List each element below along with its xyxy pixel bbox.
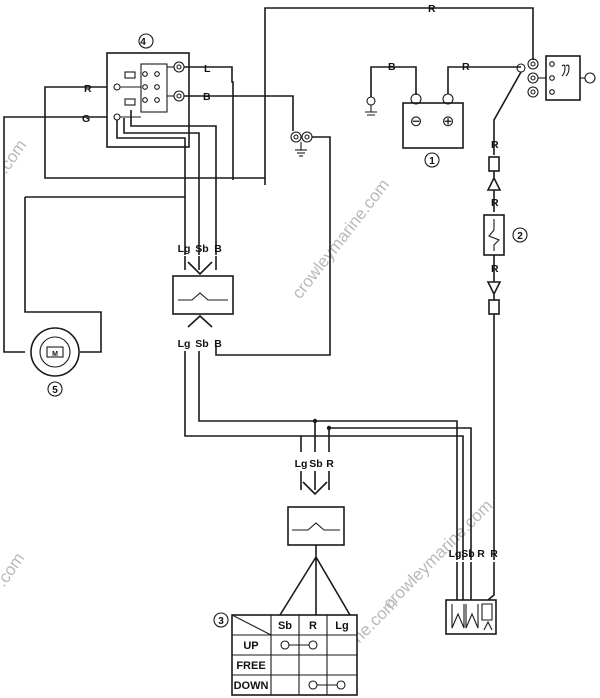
conn2-top-lg: Lg <box>295 458 308 470</box>
wire-battery-b <box>370 66 417 97</box>
conn3-sb: Sb <box>461 548 474 560</box>
wire-label-top-red: R <box>428 3 436 15</box>
conn1-top-sb: Sb <box>195 243 208 255</box>
fuse-holder-top <box>488 156 500 172</box>
battery-minus-symbol: ⊖ <box>410 113 423 130</box>
callout-2: 2 <box>517 231 523 242</box>
battery-body <box>402 102 464 149</box>
wire-label-battery-b: B <box>388 61 396 73</box>
fuse-holder-bottom <box>488 299 500 315</box>
ground-terminal-relay <box>290 131 313 157</box>
starter-terminals <box>516 55 596 101</box>
callout-3-circle <box>213 612 229 628</box>
callout-4-circle <box>138 33 154 49</box>
wire-fuse-r <box>493 66 522 155</box>
wire-label-fuse-r1: R <box>491 139 499 151</box>
fuse-arrow-bottom <box>486 255 502 300</box>
callout-5-circle <box>47 381 63 397</box>
conn3-wires <box>456 562 495 601</box>
conn1-top-b: B <box>214 243 222 255</box>
conn2-top-r: R <box>326 458 334 470</box>
connector-1-notch <box>178 292 228 301</box>
callout-3: 3 <box>218 616 224 627</box>
motor-outer <box>30 327 80 377</box>
battery-plus-symbol: ⊕ <box>442 113 455 130</box>
conn3-r1: R <box>477 548 485 560</box>
wire-label-fuse-r2: R <box>491 197 499 209</box>
fuse-element <box>488 219 500 251</box>
wire-relay-r <box>44 86 265 179</box>
wire-relay-l <box>184 66 234 180</box>
conn1-bottom-vee <box>187 314 213 328</box>
fuse-arrow-top <box>486 171 502 212</box>
connector-2-notch <box>292 522 340 531</box>
wire-sb-2 <box>198 351 316 452</box>
table-col-r: R <box>309 620 317 632</box>
conn3-lg: Lg <box>449 548 462 560</box>
junction-r <box>326 425 332 431</box>
wire-relay-g <box>3 116 107 353</box>
wire-label-relay-l: L <box>204 63 211 75</box>
callout-1: 1 <box>429 156 435 167</box>
wire-relay-b <box>184 95 294 131</box>
wire-lg-2 <box>184 351 302 452</box>
table-row-down: DOWN <box>234 680 269 692</box>
conn1-top-lg: Lg <box>178 243 191 255</box>
wire-b-1 <box>130 110 217 255</box>
wire-sb-1 <box>123 118 200 255</box>
motor-inner <box>39 336 71 368</box>
connector-2 <box>287 506 345 546</box>
table-row-up: UP <box>243 640 258 652</box>
connector-3-pins <box>451 603 493 631</box>
conn2-top-sb: Sb <box>309 458 322 470</box>
switch-fan <box>279 545 351 616</box>
conn3-r2: R <box>490 548 498 560</box>
junction-sb <box>312 418 318 424</box>
callout-4: 4 <box>140 37 146 48</box>
motor-body <box>46 346 64 358</box>
table-col-lg: Lg <box>335 620 348 632</box>
wire-r-2 <box>328 427 472 560</box>
switch-table <box>231 614 358 696</box>
wire-label-battery-r: R <box>462 61 470 73</box>
battery-ground-symbol <box>365 105 377 116</box>
wire-b-ground <box>215 136 331 356</box>
callout-2-circle <box>512 227 528 243</box>
table-col-sb: Sb <box>278 620 292 632</box>
battery-minus-post <box>410 93 422 105</box>
conn1-bot-b: B <box>214 338 222 350</box>
conn2-top-vee <box>302 481 328 496</box>
wire-label-relay-r: R <box>84 83 92 95</box>
motor-letter: M <box>52 351 58 358</box>
conn1-bot-sb: Sb <box>195 338 208 350</box>
battery-ground-terminal <box>366 96 376 106</box>
table-up-connection <box>280 640 318 650</box>
conn2-top-wires <box>300 471 330 490</box>
watermark: crowleymarine.com <box>288 175 393 302</box>
conn1-bot-lg: Lg <box>178 338 191 350</box>
wire-battery-r <box>447 66 518 94</box>
conn1-top-vee <box>187 261 213 276</box>
wire-label-relay-g: G <box>82 113 90 125</box>
callout-1-circle <box>424 152 440 168</box>
wire-label-fuse-r3: R <box>491 263 499 275</box>
wire-lg-long <box>301 435 464 560</box>
table-row-free: FREE <box>236 660 265 672</box>
wire-motor <box>24 197 102 353</box>
wire-label-relay-b: B <box>203 91 211 103</box>
callout-5: 5 <box>52 385 58 396</box>
wire-sb-long <box>315 420 458 560</box>
conn1-top-wires <box>184 256 217 270</box>
watermark: .com <box>0 549 28 590</box>
table-down-connection <box>308 680 346 690</box>
